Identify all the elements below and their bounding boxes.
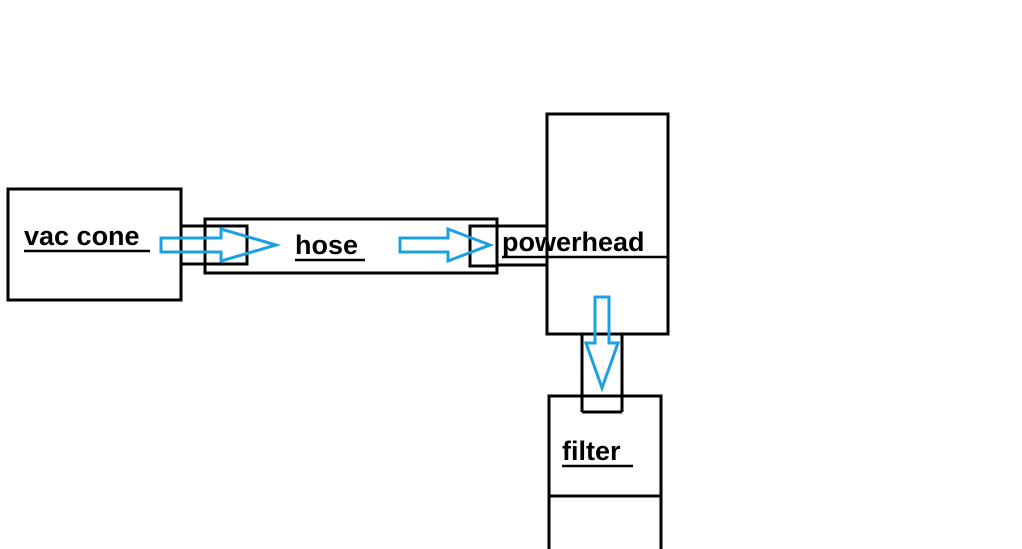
vac-cone-box (6, 187, 183, 302)
hose-outlet-fitting (468, 224, 499, 268)
flow-arrow-powerhead-to-filter (583, 295, 621, 393)
flow-arrow-hose-to-powerhead (398, 226, 495, 264)
hose-component: hose (203, 217, 499, 275)
vac-cone-label: vac cone (24, 221, 140, 251)
powerhead-component: powerhead (502, 112, 670, 336)
powerhead-label: powerhead (502, 227, 645, 257)
hose-label: hose (295, 230, 358, 260)
filter-label: filter (562, 436, 621, 466)
filter-connector (580, 334, 624, 414)
filter-box (547, 394, 663, 549)
vac-cone-component: vac cone (6, 187, 183, 302)
flow-arrow-vac-cone-to-hose (159, 227, 282, 263)
filter-component: filter (547, 394, 663, 549)
vac-cone-connector (181, 224, 249, 266)
powerhead-connector (497, 224, 547, 267)
flow-arrows (159, 226, 621, 393)
